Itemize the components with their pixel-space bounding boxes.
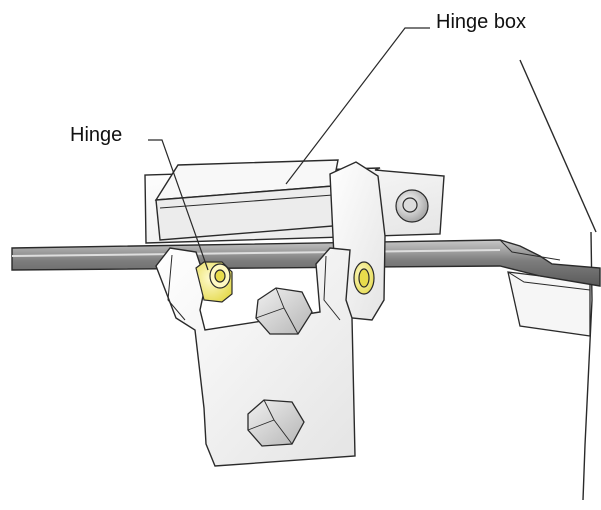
leader-lines [148, 27, 430, 271]
washer-bolt [395, 189, 429, 223]
frame-edge [519, 59, 597, 501]
hex-bolt-lower [247, 399, 305, 447]
hinge-label: Hinge [70, 124, 123, 146]
hex-bolt-upper [255, 287, 313, 335]
hinge-pin-right [353, 261, 375, 295]
hinge-pin-left [195, 261, 233, 303]
leader-hinge-box [285, 27, 430, 185]
leader-hinge [148, 139, 209, 271]
hinge-box [154, 159, 339, 241]
hinge-box-label: Hinge box [436, 11, 527, 33]
